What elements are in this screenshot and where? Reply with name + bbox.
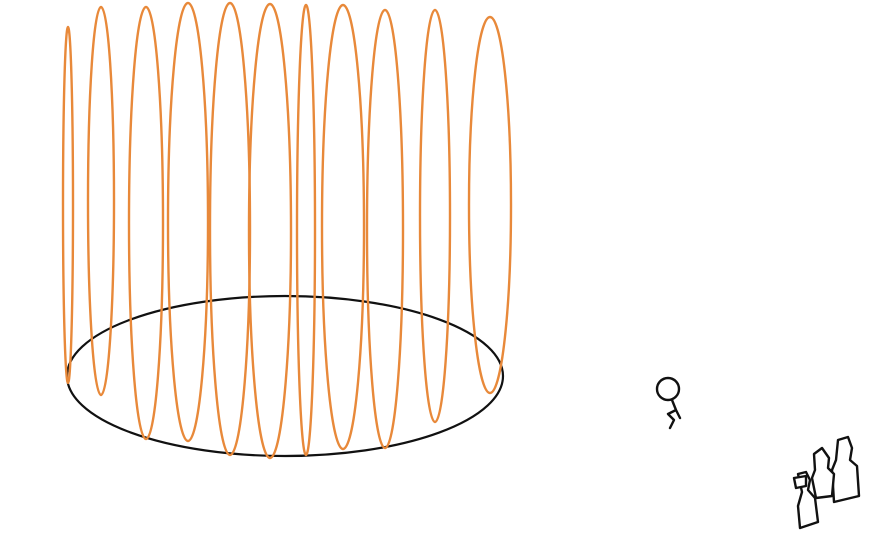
loop-11 [467,15,513,395]
stick-figure-head [655,376,681,402]
stick-figure-body [666,398,682,430]
loop-7 [295,3,317,457]
loop-4 [166,1,210,443]
group-person-1-arm [792,474,808,490]
group-person-3 [830,435,861,504]
loop-2 [86,5,116,397]
stick-figure-icon [655,376,682,430]
group-person-2 [810,446,836,500]
loop-5 [208,1,252,457]
loop-10 [418,8,452,424]
loop-1 [61,25,75,385]
loop-8 [320,3,366,451]
people-group-icon [792,435,861,530]
loop-6 [247,2,293,460]
loops-group [61,1,513,460]
loop-3 [127,5,165,441]
loop-9 [365,8,405,450]
